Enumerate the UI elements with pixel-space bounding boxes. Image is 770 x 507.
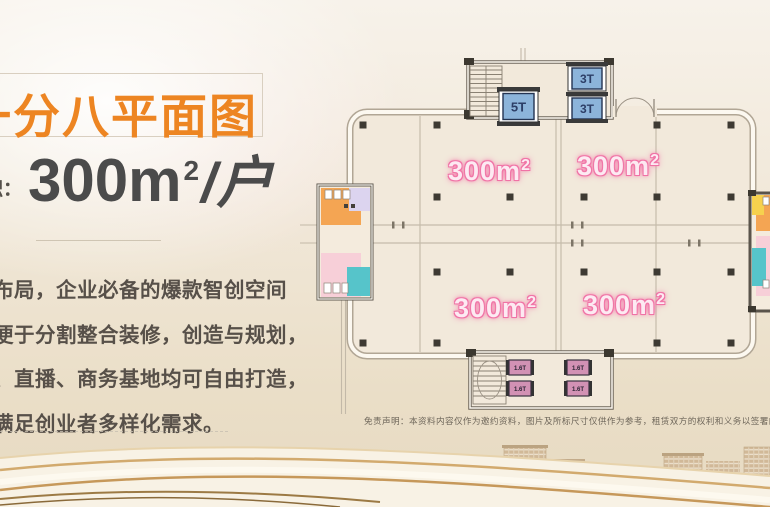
unit-area-label-top-left: 300m2 (448, 156, 531, 187)
unit-area-sup: 2 (527, 294, 537, 311)
area-value: 300m (28, 147, 182, 214)
elevator-5t-label: 5T (511, 100, 526, 115)
restroom-block-left (316, 183, 374, 301)
bottom-core-block: 1.6T 1.6T 1.6T 1.6T (466, 349, 614, 410)
partition-walls (353, 116, 750, 352)
golden-swoosh (0, 446, 770, 507)
unit-area-label-bottom-right: 300m2 (583, 290, 666, 321)
elevator-3t-1: 3T (566, 62, 608, 92)
top-core-block: 5T 3T 3T (464, 58, 657, 126)
restroom-block-right (748, 190, 770, 313)
elevator-5t: 5T (497, 87, 540, 126)
unit-area-label-bottom-left: 300m2 (454, 293, 537, 324)
unit-area-value: 300m (448, 156, 522, 186)
unit-area-value: 300m (577, 151, 651, 181)
elevator-3t-2-label: 3T (580, 102, 595, 116)
page-title: 一分八平面图 (0, 90, 258, 143)
door-marks (392, 221, 701, 247)
feature-list: 布局，企业必备的爆款智创空间 便于分割整合装修，创造与规划， 、直播、商务基地均… (0, 269, 323, 447)
divider-line (36, 240, 161, 241)
dotted-divider (0, 431, 228, 432)
area-spec: 积： 300m 2 /户 (0, 151, 273, 211)
structural-columns (359, 121, 735, 347)
freight-elevators: 1.6T 1.6T 1.6T 1.6T (506, 359, 592, 397)
area-label-prefix: 积： (0, 179, 23, 200)
elevator-3t-2: 3T (566, 92, 608, 123)
disclaimer-text: 免责声明：本资料内容仅作为邀约资料，图片及所标尺寸仅供作为参考，租赁双方的权利和… (364, 416, 770, 426)
area-superscript: 2 (183, 155, 200, 186)
unit-area-sup: 2 (521, 157, 531, 174)
feature-line-1: 布局，企业必备的爆款智创空间 (0, 279, 287, 302)
freight-elevator-label-1: 1.6T (514, 366, 526, 372)
freight-elevator-label-4: 1.6T (572, 387, 584, 393)
title-box-border (0, 73, 263, 137)
elevator-3t-1-label: 3T (580, 72, 595, 86)
freight-elevator-label-3: 1.6T (572, 366, 584, 372)
area-unit-suffix: /户 (201, 151, 273, 214)
unit-area-label-top-right: 300m2 (577, 151, 660, 182)
unit-area-value: 300m (454, 293, 528, 323)
building-outline (346, 108, 757, 360)
staircase-top-icon (469, 65, 503, 117)
unit-area-value: 300m (583, 290, 657, 320)
freight-elevator-label-2: 1.6T (514, 387, 526, 393)
feature-line-2: 便于分割整合装修，创造与规划， (0, 323, 308, 347)
feature-line-3: 、直播、商务基地均可自由打造， (0, 368, 308, 391)
entrance-door-arcs (613, 97, 657, 118)
unit-area-sup: 2 (650, 152, 660, 169)
feature-line-4: 满足创业者多样化需求。 (0, 412, 224, 436)
unit-area-sup: 2 (656, 291, 666, 308)
staircase-bottom-icon (472, 355, 507, 405)
